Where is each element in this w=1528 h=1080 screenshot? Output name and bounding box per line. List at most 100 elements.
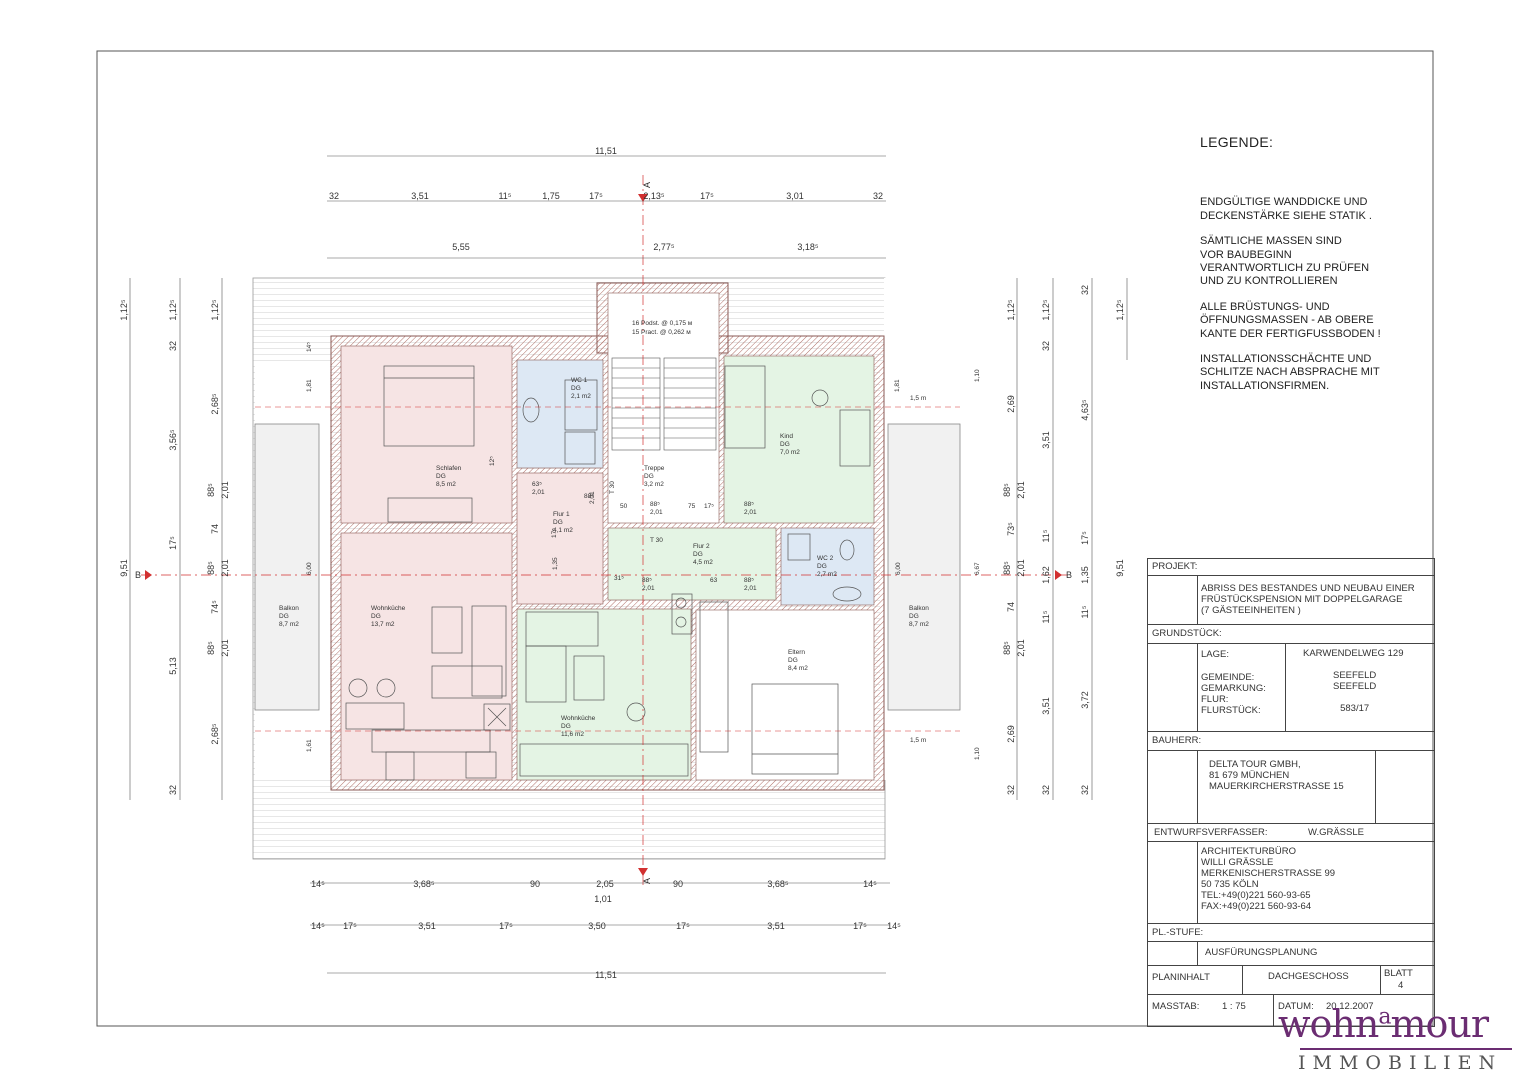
svg-text:3,51: 3,51 <box>418 921 436 931</box>
svg-text:2,69: 2,69 <box>1006 395 1016 413</box>
svg-text:4,1 m2: 4,1 m2 <box>553 527 573 534</box>
svg-text:2,01: 2,01 <box>1016 481 1026 499</box>
svg-text:2,01: 2,01 <box>532 489 545 496</box>
svg-text:32: 32 <box>168 341 178 351</box>
svg-text:1,5 m: 1,5 m <box>910 737 926 744</box>
svg-text:73⁵: 73⁵ <box>1006 522 1016 536</box>
svg-text:13,7 m2: 13,7 m2 <box>371 621 395 628</box>
svg-text:DG: DG <box>817 563 827 570</box>
svg-text:1,61: 1,61 <box>306 739 313 752</box>
svg-text:88⁵: 88⁵ <box>744 577 754 584</box>
dim-bottom-total: 11,51 <box>595 970 617 980</box>
svg-text:17⁵: 17⁵ <box>1080 531 1090 545</box>
svg-text:90: 90 <box>673 879 683 889</box>
entwurf-name: W.GRÄSSLE <box>1308 827 1364 838</box>
pl-stufe-value: AUSFÜRUNGSPLANUNG <box>1205 947 1318 958</box>
svg-text:1,35: 1,35 <box>1080 566 1090 584</box>
svg-text:14⁵: 14⁵ <box>306 342 313 352</box>
svg-text:2,7 m2: 2,7 m2 <box>817 571 837 578</box>
svg-text:17⁵: 17⁵ <box>700 191 714 201</box>
svg-text:88⁵: 88⁵ <box>650 501 660 508</box>
room-name: Balkon <box>909 605 929 612</box>
svg-text:1,35: 1,35 <box>552 557 559 570</box>
svg-text:3,01: 3,01 <box>786 191 804 201</box>
legend-title: LEGENDE: <box>1200 134 1274 150</box>
legend-note: ENDGÜLTIGE WANDDICKE UND DECKENSTÄRKE SI… <box>1200 196 1372 222</box>
svg-text:3,51: 3,51 <box>411 191 429 201</box>
svg-text:11⁵: 11⁵ <box>1080 605 1090 618</box>
pl-stufe-label: PL.-STUFE: <box>1152 927 1204 938</box>
staircase <box>611 357 717 451</box>
svg-text:75: 75 <box>688 503 696 510</box>
gemeinde-values: SEEFELD SEEFELD 583/17 <box>1333 670 1377 714</box>
svg-text:63⁵: 63⁵ <box>532 481 542 488</box>
legend-note: SÄMTLICHE MASSEN SIND VOR BAUBEGINN VERA… <box>1200 235 1370 288</box>
svg-text:2,01: 2,01 <box>589 491 596 504</box>
svg-text:1,12⁵: 1,12⁵ <box>119 299 129 321</box>
svg-text:17⁵: 17⁵ <box>168 536 178 550</box>
svg-text:T 30: T 30 <box>609 481 616 494</box>
svg-text:DG: DG <box>371 613 381 620</box>
svg-text:1,12⁵: 1,12⁵ <box>1115 299 1125 321</box>
blatt-label: BLATT <box>1384 968 1413 979</box>
svg-text:2,1 m2: 2,1 m2 <box>571 393 591 400</box>
svg-text:2,01: 2,01 <box>650 509 663 516</box>
top-dimensions: 11,51 32 3,51 11⁵ 1,75 17⁵ 2,13⁵ 17⁵ 3,0… <box>329 146 883 252</box>
logo-rule <box>1300 1048 1512 1050</box>
svg-text:DG: DG <box>561 723 571 730</box>
svg-text:32: 32 <box>1080 285 1090 295</box>
section-marker-a-top <box>638 194 648 202</box>
svg-text:9,51: 9,51 <box>119 559 129 577</box>
svg-text:88⁵: 88⁵ <box>744 501 754 508</box>
svg-text:11⁵: 11⁵ <box>498 191 511 201</box>
room-kind <box>723 355 875 524</box>
svg-text:5,13: 5,13 <box>168 657 178 675</box>
svg-text:7,0 m2: 7,0 m2 <box>780 449 800 456</box>
room-name: Wohnküche <box>561 715 596 722</box>
svg-text:17⁵: 17⁵ <box>499 921 513 931</box>
svg-text:3,18⁵: 3,18⁵ <box>797 242 819 252</box>
svg-text:17⁵: 17⁵ <box>589 191 603 201</box>
lage-label: LAGE: <box>1201 649 1229 660</box>
bottom-dimensions: 14⁵ 3,68⁵ 90 2,05 90 3,68⁵ 14⁵ 1,01 14⁵ … <box>311 878 901 980</box>
svg-text:88⁵: 88⁵ <box>1002 561 1012 575</box>
room-flur2 <box>607 527 777 601</box>
logo-subtitle: IMMOBILIEN <box>1298 1052 1503 1074</box>
lage-value: KARWENDELWEG 129 <box>1303 648 1404 659</box>
svg-text:17⁵: 17⁵ <box>853 921 867 931</box>
svg-text:31⁵: 31⁵ <box>614 575 624 582</box>
svg-text:6,00: 6,00 <box>306 562 313 575</box>
svg-text:16 Podst. @ 0,175 м: 16 Podst. @ 0,175 м <box>632 320 693 327</box>
legend-note: ALLE BRÜSTUNGS- UND ÖFFNUNGSMASSEN - AB … <box>1200 300 1381 340</box>
svg-text:32: 32 <box>329 191 339 201</box>
svg-text:74: 74 <box>210 524 220 534</box>
svg-text:1,62: 1,62 <box>1041 566 1051 584</box>
svg-text:3,68⁵: 3,68⁵ <box>767 879 789 889</box>
svg-text:2,05: 2,05 <box>596 879 614 889</box>
svg-text:50: 50 <box>620 503 628 510</box>
svg-text:2,01: 2,01 <box>744 509 757 516</box>
svg-text:2,01: 2,01 <box>220 559 230 577</box>
svg-text:12⁵: 12⁵ <box>489 456 496 466</box>
section-label-b-left: B <box>135 570 141 580</box>
svg-text:2,68⁵: 2,68⁵ <box>210 723 220 745</box>
svg-text:3,51: 3,51 <box>1041 431 1051 449</box>
svg-text:5,55: 5,55 <box>452 242 470 252</box>
svg-text:DG: DG <box>644 473 654 480</box>
svg-text:2,01: 2,01 <box>744 585 757 592</box>
svg-text:DG: DG <box>788 657 798 664</box>
svg-text:1,12⁵: 1,12⁵ <box>1041 299 1051 321</box>
svg-text:6,67: 6,67 <box>974 562 981 575</box>
section-marker-a-bottom <box>638 868 648 876</box>
svg-text:DG: DG <box>909 613 919 620</box>
svg-text:DG: DG <box>436 473 446 480</box>
svg-text:88⁵: 88⁵ <box>1002 641 1012 655</box>
planinhalt-value: DACHGESCHOSS <box>1268 971 1349 982</box>
room-name: Wohnküche <box>371 605 406 612</box>
dim-top-total: 11,51 <box>595 146 617 156</box>
svg-text:2,13⁵: 2,13⁵ <box>643 191 665 201</box>
svg-text:32: 32 <box>1080 785 1090 795</box>
dimension-lines <box>129 155 1128 974</box>
masstab-value: 1 : 75 <box>1222 1001 1246 1012</box>
legend-panel: LEGENDE: ENDGÜLTIGE WANDDICKE UND DECKEN… <box>1200 134 1430 405</box>
